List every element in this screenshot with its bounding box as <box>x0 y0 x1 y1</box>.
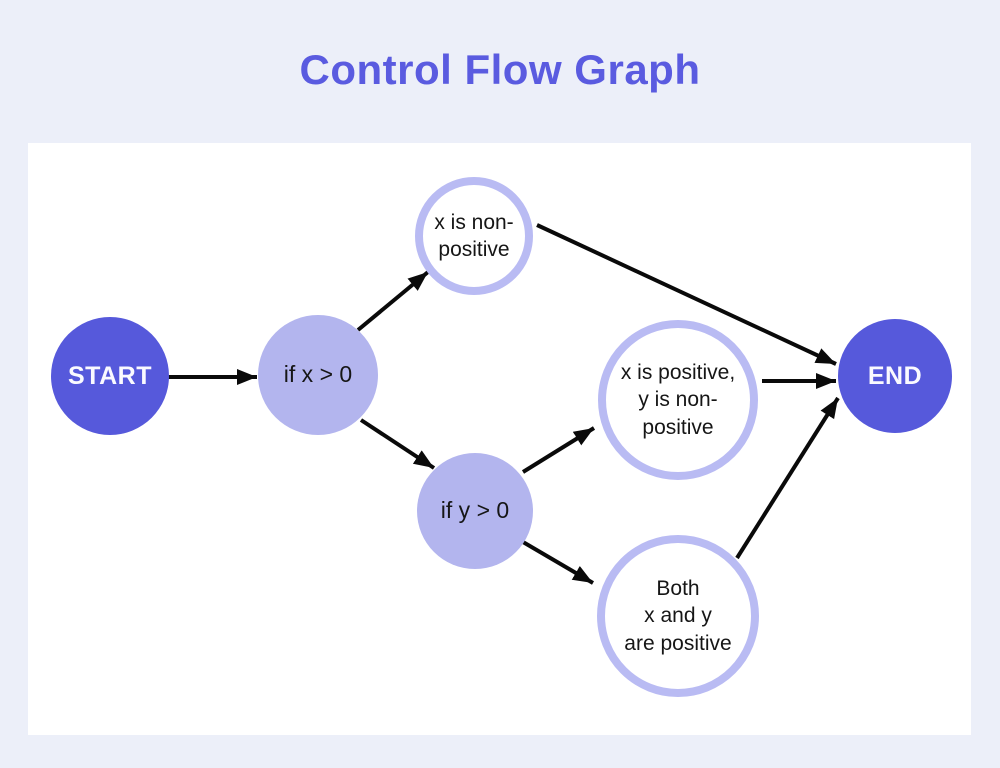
node-if-y-gt-0: if y > 0 <box>417 453 533 569</box>
node-start: START <box>51 317 169 435</box>
edge-layer <box>168 223 840 585</box>
diagram-canvas: START if x > 0 x is non- positive if y >… <box>28 143 971 735</box>
node-x-non-positive: x is non- positive <box>415 177 533 295</box>
node-both-positive: Both x and y are positive <box>597 535 759 697</box>
node-end: END <box>838 319 952 433</box>
node-if-x-gt-0: if x > 0 <box>258 315 378 435</box>
edge-if-y-to-xpos-ynon <box>521 426 596 474</box>
edge-if-x-to-x-nonpos <box>356 270 430 332</box>
edge-both-pos-to-end <box>735 396 840 560</box>
page-title: Control Flow Graph <box>299 46 701 93</box>
edge-x-nonpos-to-end <box>536 223 837 366</box>
edge-if-y-to-both-pos <box>521 540 595 585</box>
edge-if-x-to-if-y <box>359 418 436 470</box>
node-x-positive-y-non-positive: x is positive, y is non- positive <box>598 320 758 480</box>
